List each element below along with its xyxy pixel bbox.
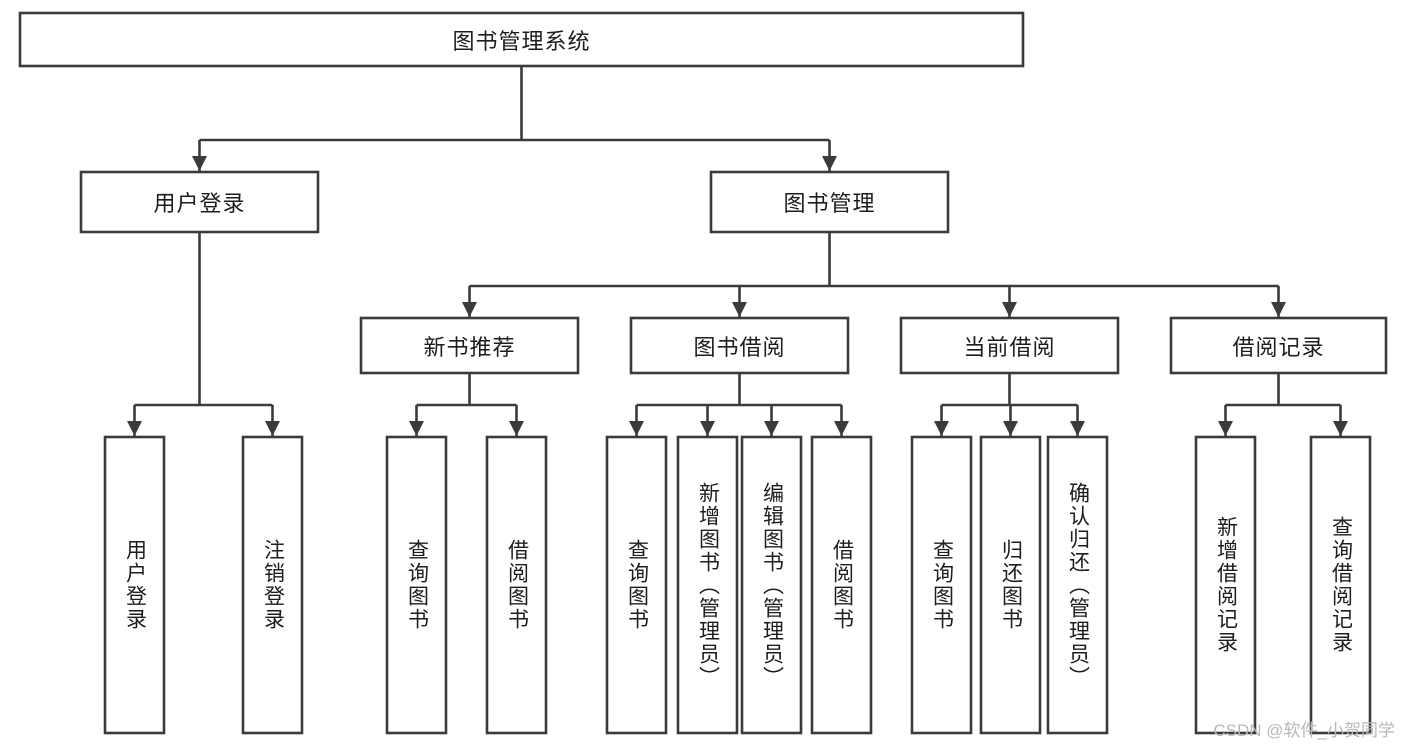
arrow-head-leaf-add-borrow-record [1218, 421, 1233, 436]
node-box-new-book-recommend[interactable] [359, 316, 580, 375]
arrow-head-leaf-query-borrow-record [1333, 421, 1348, 436]
node-box-leaf-query-book-borrow[interactable] [605, 435, 668, 735]
node-box-book-borrow[interactable] [629, 316, 850, 375]
arrow-head-leaf-confirm-return-admin [1070, 421, 1085, 436]
arrow-head-leaf-borrow-book [834, 421, 849, 436]
arrow-head-borrow-record [1271, 302, 1286, 317]
arrow-head-leaf-add-book-admin [700, 421, 715, 436]
node-box-leaf-edit-book-admin[interactable] [740, 435, 803, 735]
node-box-book-management[interactable] [709, 170, 950, 234]
node-box-leaf-return-book[interactable] [979, 435, 1042, 735]
node-box-leaf-query-book-recommend[interactable] [385, 435, 448, 735]
node-box-leaf-query-borrow-record[interactable] [1309, 435, 1372, 735]
nodes-layer [18, 11, 1388, 735]
node-box-user-login[interactable] [79, 170, 320, 234]
arrow-head-book-borrow [732, 302, 747, 317]
arrow-head-leaf-query-book-borrow [629, 421, 644, 436]
node-box-current-borrow[interactable] [899, 316, 1120, 375]
node-box-leaf-logout-login[interactable] [241, 435, 304, 735]
arrow-head-leaf-borrow-book-recommend [509, 421, 524, 436]
arrow-head-leaf-query-book-current [934, 421, 949, 436]
node-box-leaf-confirm-return-admin[interactable] [1046, 435, 1109, 735]
arrow-head-leaf-logout-login [265, 421, 280, 436]
node-box-leaf-borrow-book-recommend[interactable] [485, 435, 548, 735]
node-box-leaf-user-login[interactable] [103, 435, 166, 735]
arrow-head-current-borrow [1002, 302, 1017, 317]
arrow-head-leaf-user-login [127, 421, 142, 436]
arrow-head-leaf-return-book [1003, 421, 1018, 436]
arrow-head-book-management [822, 156, 837, 171]
node-box-leaf-borrow-book[interactable] [810, 435, 873, 735]
arrow-head-leaf-query-book-recommend [409, 421, 424, 436]
node-box-borrow-record[interactable] [1169, 316, 1388, 375]
node-box-leaf-query-book-current[interactable] [910, 435, 973, 735]
node-box-leaf-add-borrow-record[interactable] [1194, 435, 1257, 735]
connectors-layer [127, 66, 1348, 436]
arrow-head-leaf-edit-book-admin [764, 421, 779, 436]
node-box-root[interactable] [18, 11, 1025, 68]
arrow-head-new-book-recommend [462, 302, 477, 317]
arrow-head-user-login [192, 156, 207, 171]
node-box-leaf-add-book-admin[interactable] [676, 435, 739, 735]
